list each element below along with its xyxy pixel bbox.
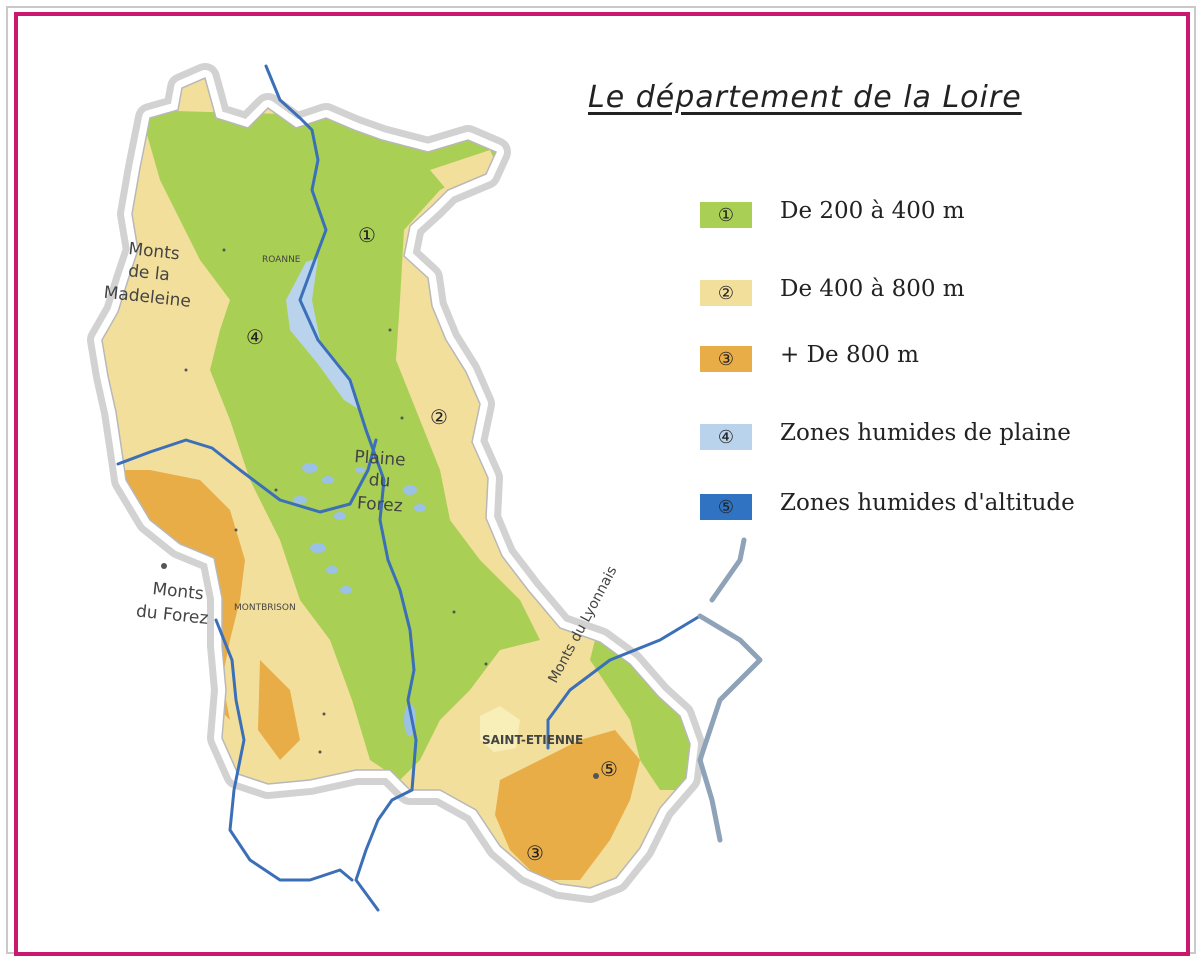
legend-swatch-mountain: ③ xyxy=(700,346,752,372)
map-title: Le département de la Loire xyxy=(588,80,1022,115)
legend-label-wet-altitude: Zones humides d'altitude xyxy=(780,490,1075,516)
zone-city-saint-etienne xyxy=(480,706,520,752)
map-marker-3: ③ xyxy=(526,841,544,865)
legend-label-mountain: + De 800 m xyxy=(780,342,919,368)
zone-wet-plain-ponds xyxy=(293,463,426,736)
department-outline xyxy=(101,76,691,889)
city-dots xyxy=(161,248,599,779)
legend-label-plain: De 200 à 400 m xyxy=(780,198,965,224)
river-furan xyxy=(546,614,702,750)
city-label-saint-etienne: SAINT-ETIENNE xyxy=(482,733,583,747)
legend-swatch-plain: ① xyxy=(700,202,752,228)
city-label-montbrison: MONTBRISON xyxy=(234,603,296,613)
legend-swatch-hills: ② xyxy=(700,280,752,306)
zone-mountain-forez-2 xyxy=(258,660,300,760)
legend-swatch-wet-plain: ④ xyxy=(700,424,752,450)
zone-wet-plain-loire xyxy=(286,258,360,410)
zone-plain-east xyxy=(590,620,690,790)
legend-label-wet-plain: Zones humides de plaine xyxy=(780,420,1071,446)
map-marker-4: ④ xyxy=(246,325,264,349)
map-marker-1: ① xyxy=(358,223,376,247)
zone-plain-northeast xyxy=(430,150,500,196)
region-label-plaine-forez: Plaine du Forez xyxy=(350,447,411,517)
zone-plain-north xyxy=(140,110,540,780)
zone-mountain-pilat xyxy=(495,730,640,880)
river-lignon xyxy=(116,438,378,514)
river-west-border xyxy=(214,618,354,882)
legend-swatch-wet-altitude: ⑤ xyxy=(700,494,752,520)
rivers xyxy=(116,64,763,912)
river-loire xyxy=(264,64,418,912)
river-rhone xyxy=(697,537,763,843)
city-label-roanne: ROANNE xyxy=(262,255,301,265)
map-marker-2: ② xyxy=(430,405,448,429)
map-marker-5: ⑤ xyxy=(600,757,618,781)
region-label-monts-forez: Monts du Forez xyxy=(135,578,212,629)
legend-label-hills: De 400 à 800 m xyxy=(780,276,965,302)
